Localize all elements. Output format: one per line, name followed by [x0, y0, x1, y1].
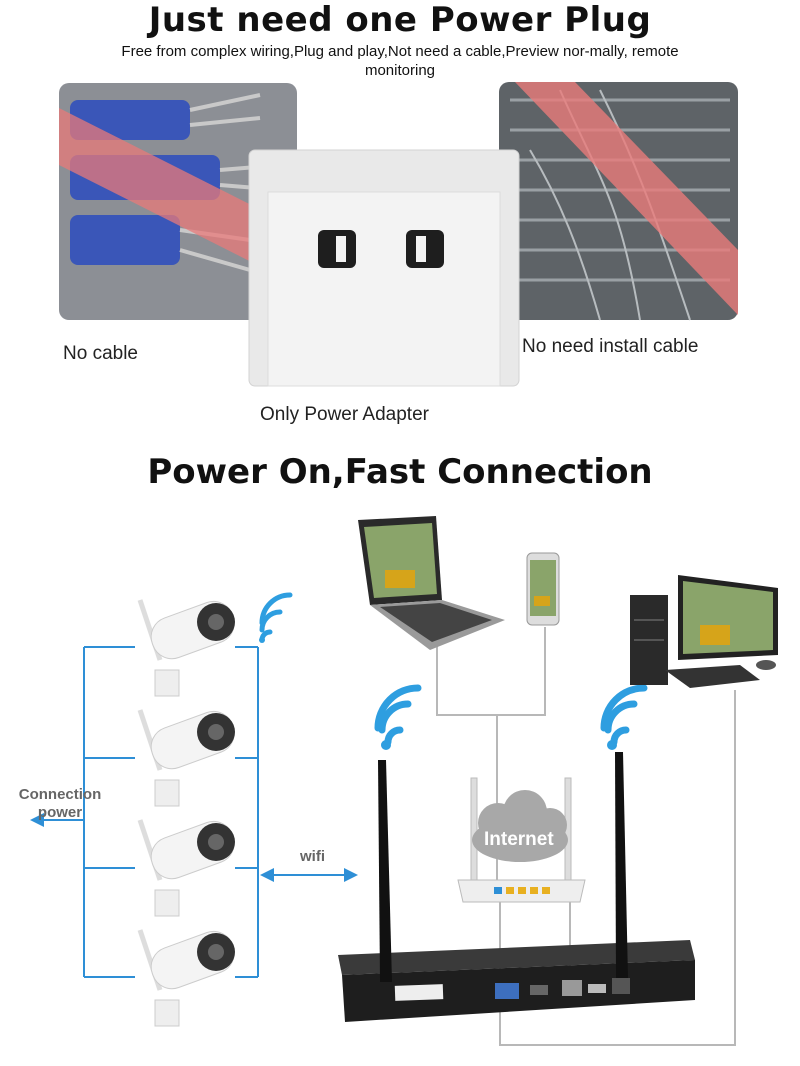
camera-icon: [137, 929, 235, 1027]
wifi-link-arrow: [260, 868, 358, 882]
wifi-icon: [259, 592, 293, 643]
power-outlet-icon: [248, 149, 520, 387]
section-title-connection: Power On,Fast Connection: [147, 452, 653, 492]
label-wifi: wifi: [300, 848, 325, 865]
caption-power-adapter: Only Power Adapter: [260, 404, 429, 425]
caption-no-install-cable: No need install cable: [522, 336, 699, 357]
camera-icon: [137, 819, 235, 917]
wifi-icon: [600, 684, 648, 750]
camera-icon: [137, 599, 235, 697]
cloud-icon: [472, 790, 568, 862]
laptop-icon: [358, 516, 505, 650]
nvr-icon: [338, 752, 695, 1022]
desktop-icon: [630, 575, 778, 688]
subtitle: Free from complex wiring,Plug and play,N…: [121, 43, 679, 79]
label-connection-power: Connection power: [18, 786, 102, 821]
server-rack-icon: [499, 82, 738, 321]
network-cable-icon: [59, 83, 297, 320]
main-title: Just need one Power Plug: [148, 0, 652, 40]
caption-no-cable: No cable: [63, 343, 138, 364]
label-internet: Internet: [484, 829, 554, 850]
wifi-icon: [374, 684, 422, 750]
arrow-left-icon: [30, 813, 44, 827]
power-wiring: [40, 646, 259, 978]
camera-icon: [137, 709, 235, 807]
phone-icon: [526, 552, 560, 626]
router-icon: [457, 777, 586, 903]
